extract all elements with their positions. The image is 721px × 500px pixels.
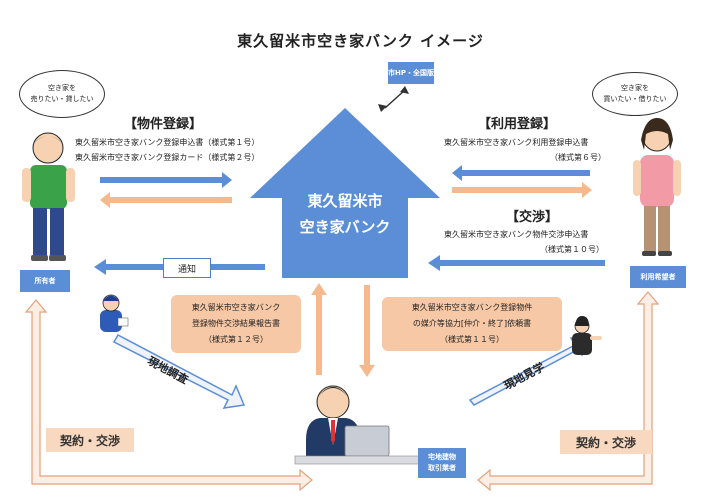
arrow-survey [112,333,246,409]
contract-left-box: 契約・交渉 [46,428,134,452]
user-label: 利用希望者 [630,266,686,288]
surveyor-figure [100,294,129,332]
guide-figure [572,316,602,355]
agent-label: 宅地建物 取引業者 [418,448,466,478]
arrow-contract-right [477,291,660,492]
owner-section-title: 【物件登録】 [124,117,203,132]
user-register-form: （様式第６号） [550,153,606,162]
owner-doc-2: 東久留米市空き家バンク登録カード（様式第２号） [75,153,260,162]
owner-doc-1: 東久留米市空き家バンク登録申込書（様式第１号） [75,138,260,147]
bank-label: 東久留米市 空き家バンク [299,192,391,236]
arrow-owner-to-bank [100,172,232,188]
arrow-bank-to-user [452,182,592,198]
owner-figure [22,132,75,261]
agent-figure [294,385,426,465]
portal-box: 市HP・全国版 [388,62,434,84]
report-document-box: 東久留米市空き家バンク 登録物件交渉結果報告書 （様式第１２号） [171,295,301,353]
negotiation-doc: 東久留米市空き家バンク物件交渉申込書 [444,230,589,239]
user-section-title: 【利用登録】 [478,117,557,132]
portal-link-arrow [384,89,406,109]
negotiation-form: （様式第１０号） [540,245,604,254]
arrow-user-to-bank [452,165,590,181]
arrow-negotiation [428,255,605,271]
owner-speech-bubble: 空き家を 売りたい・貸したい [19,70,105,118]
arrow-agent-to-bank [311,283,327,375]
contract-right-box: 契約・交渉 [560,430,652,454]
request-document-box: 東久留米市空き家バンク登録物件 の媒介等協力[仲介・終了]依頼書 （様式第１１号… [382,297,562,351]
house-shape [250,108,440,278]
arrow-bank-to-agent [359,285,375,377]
notice-box: 通知 [163,258,211,278]
diagram-title: 東久留米市空き家バンク イメージ [237,32,484,50]
owner-label: 所有者 [20,270,70,292]
user-speech-bubble: 空き家を 買いたい・借りたい [592,72,678,116]
negotiation-section-title: 【交渉】 [506,210,559,225]
user-figure [633,118,681,256]
arrow-contract-left [24,299,313,492]
arrow-bank-to-owner [100,192,232,208]
user-register-doc: 東久留米市空き家バンク利用登録申込書 [444,138,589,147]
